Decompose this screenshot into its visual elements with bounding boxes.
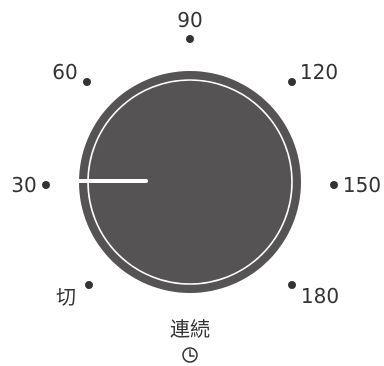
- label-60: 60: [52, 60, 77, 84]
- tick-dot-180: [288, 281, 296, 289]
- tick-dot-off: [85, 281, 93, 289]
- label-continuous: 連続: [170, 317, 210, 341]
- tick-dot-60: [83, 78, 91, 86]
- label-180: 180: [301, 284, 339, 308]
- label-90: 90: [177, 8, 202, 32]
- tick-dot-150: [330, 181, 338, 189]
- label-150: 150: [343, 173, 381, 197]
- dial-knob[interactable]: [78, 71, 301, 293]
- knob-body[interactable]: [79, 71, 301, 293]
- tick-dot-30: [42, 181, 50, 189]
- label-off: 切: [56, 285, 76, 309]
- clock-icon: [182, 347, 198, 363]
- label-30: 30: [11, 173, 36, 197]
- tick-dot-90: [186, 35, 194, 43]
- label-120: 120: [300, 60, 338, 84]
- tick-dot-120: [288, 78, 296, 86]
